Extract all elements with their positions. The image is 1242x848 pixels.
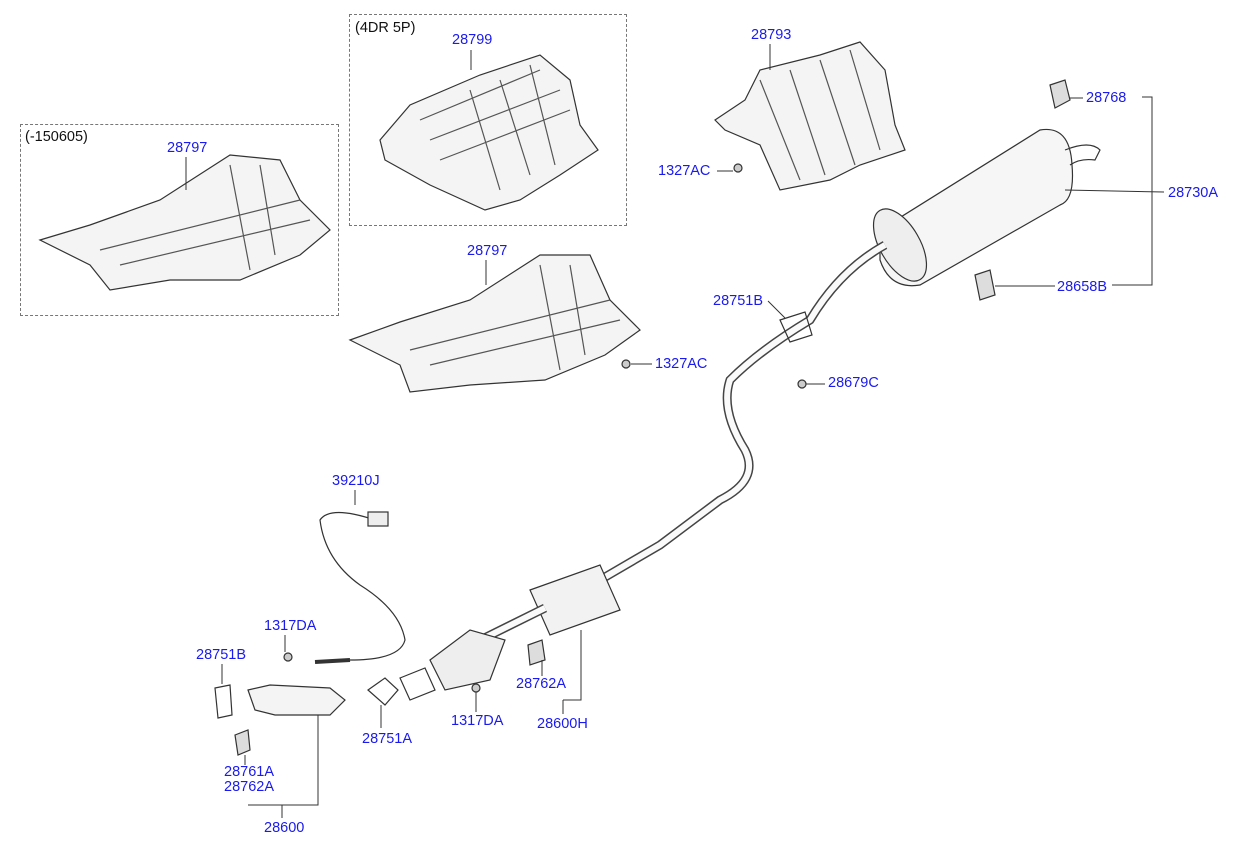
part-label-center-pipe[interactable]: 28600H [537,716,588,732]
nut-1317DA-front [283,652,293,662]
catalytic-converter [429,629,506,691]
variant-box-date [20,124,339,316]
part-label-nut-center-shield[interactable]: 1327AC [655,356,708,372]
gasket-28751B-center [779,311,813,343]
variant-note-4dr5p: (4DR 5P) [355,20,416,36]
center-muffler [529,564,621,636]
part-label-gasket-front[interactable]: 28751B [196,647,246,663]
part-label-hanger-front-1[interactable]: 28761A [224,764,274,780]
nut-28679C [797,379,807,389]
part-label-gasket-mid[interactable]: 28751A [362,731,412,747]
part-label-heat-shield-rear[interactable]: 28793 [751,27,792,43]
nut-1317DA-mid [471,683,481,693]
part-label-hanger-top[interactable]: 28768 [1086,90,1127,106]
part-label-nut-rear-shield[interactable]: 1327AC [658,163,711,179]
part-label-gasket-center[interactable]: 28751B [713,293,763,309]
muffler-28730A [879,128,1074,287]
hanger-28768 [1049,79,1071,109]
heat-shield-28797-early [38,154,331,291]
part-label-heat-shield-early[interactable]: 28797 [167,140,208,156]
variant-box-4dr5p [349,14,627,226]
part-label-hanger-center[interactable]: 28762A [516,676,566,692]
heat-shield-28799 [379,54,599,211]
part-label-heat-shield-28799[interactable]: 28799 [452,32,493,48]
nut-1327AC-rear [733,163,743,173]
variant-note-date: (-150605) [25,129,88,145]
part-label-nut-front-upper[interactable]: 1317DA [264,618,317,634]
heat-shield-28793 [714,41,906,191]
gasket-28751A [367,677,399,706]
oxygen-sensor-wire [319,511,406,661]
front-pipe [247,684,346,716]
gasket-28751B-front [214,684,233,719]
hanger-28658B [974,269,996,301]
hanger-front [234,729,251,756]
part-label-heat-shield-center[interactable]: 28797 [467,243,508,259]
nut-1327AC-center [621,359,631,369]
hanger-center [527,639,546,666]
part-label-muffler[interactable]: 28730A [1168,185,1218,201]
oxygen-sensor-connector [367,511,389,527]
part-label-nut-center[interactable]: 28679C [828,375,879,391]
heat-shield-28797-center [348,254,641,393]
flange-cat [399,667,436,701]
part-label-front-pipe[interactable]: 28600 [264,820,305,836]
part-label-oxygen-sensor[interactable]: 39210J [332,473,380,489]
part-label-hanger-rear[interactable]: 28658B [1057,279,1107,295]
part-label-hanger-front-2[interactable]: 28762A [224,779,274,795]
part-label-nut-front-lower[interactable]: 1317DA [451,713,504,729]
